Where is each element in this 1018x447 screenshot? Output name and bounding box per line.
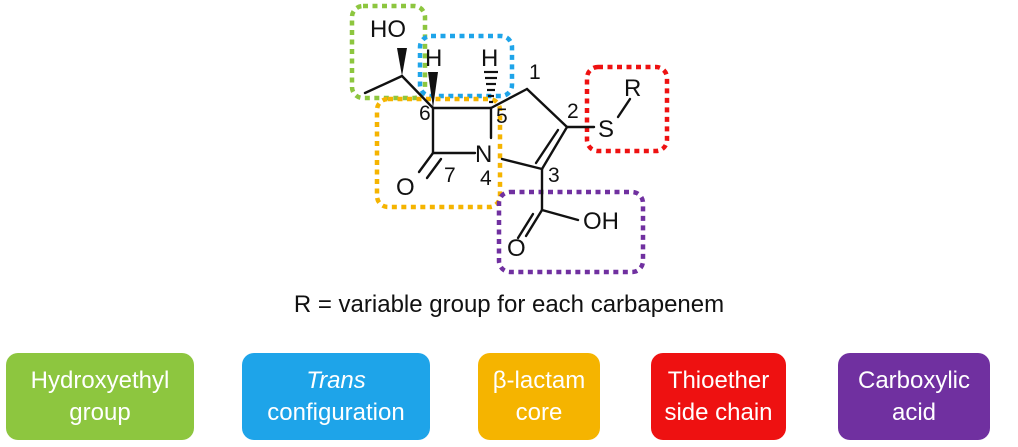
legend-trans-configuration: Trans configuration <box>242 353 430 440</box>
acid-hydroxyl-label: OH <box>583 208 619 235</box>
beta-lactam-highlight <box>374 96 503 210</box>
nitrogen-label: N <box>475 141 492 168</box>
legend-line: core <box>515 398 563 426</box>
legend-line: Thioether <box>667 366 770 394</box>
h6-label: H <box>425 45 442 72</box>
ring-number: 3 <box>548 164 560 187</box>
legend-line: acid <box>891 398 937 426</box>
thioether-highlight <box>584 64 670 154</box>
legend-carboxylic-acid: Carboxylic acid <box>838 353 990 440</box>
h5-label: H <box>481 45 498 72</box>
carbapenem-structure-diagram: HO H H N S R O O OH 1 2 3 4 5 6 7 <box>349 3 670 275</box>
sulfur-label: S <box>598 116 614 143</box>
hydroxyl-label: HO <box>370 16 406 43</box>
trans-configuration-highlight <box>417 33 515 99</box>
hashed-bond <box>484 70 498 104</box>
ring-number: 6 <box>419 102 431 125</box>
ring-number: 2 <box>567 100 579 123</box>
r-group-label: R <box>624 75 641 102</box>
caption: R = variable group for each carbapenem <box>293 291 725 318</box>
lactam-oxygen-label: O <box>396 174 415 201</box>
ring-number: 7 <box>444 164 456 187</box>
legend-line: side chain <box>664 398 773 426</box>
molecule-bonds <box>363 48 632 240</box>
ring-number: 5 <box>496 105 508 128</box>
legend-line: Carboxylic <box>857 366 971 394</box>
acid-oxygen-label: O <box>507 235 526 262</box>
legend-line: Hydroxyethyl <box>30 366 170 394</box>
legend-beta-lactam-core: β-lactam core <box>478 353 600 440</box>
legend-line: Trans <box>306 366 366 394</box>
legend-line: β-lactam <box>492 366 586 394</box>
legend-hydroxyethyl-group: Hydroxyethyl group <box>6 353 194 440</box>
legend-thioether-side-chain: Thioether side chain <box>651 353 786 440</box>
ring-number: 4 <box>480 167 492 190</box>
legend-line: group <box>69 398 131 426</box>
carboxylic-acid-highlight <box>496 189 646 275</box>
ring-number: 1 <box>529 61 541 84</box>
legend-line: configuration <box>267 398 405 426</box>
